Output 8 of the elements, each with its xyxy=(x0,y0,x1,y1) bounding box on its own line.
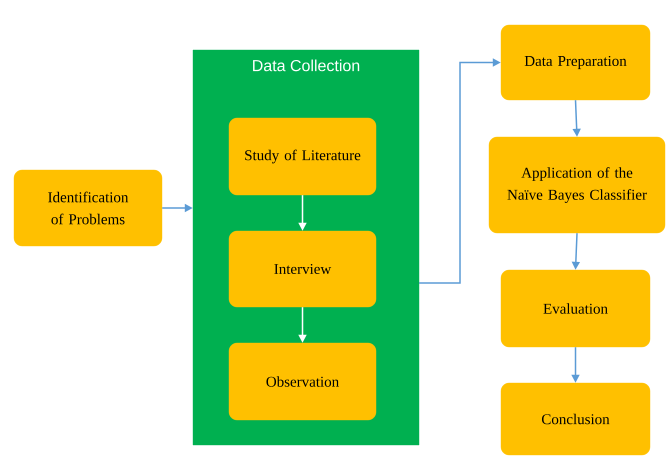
process-box: Study of Literature xyxy=(228,118,376,196)
process-box: Application of the Naïve Bayes Classifier xyxy=(488,136,666,234)
process-box: Observation xyxy=(228,342,376,420)
process-box: Conclusion xyxy=(500,382,650,456)
process-box: Evaluation xyxy=(500,270,650,348)
process-box: Identification of Problems xyxy=(14,170,162,246)
process-box: Data Preparation xyxy=(500,24,650,100)
process-box: Interview xyxy=(228,230,376,308)
